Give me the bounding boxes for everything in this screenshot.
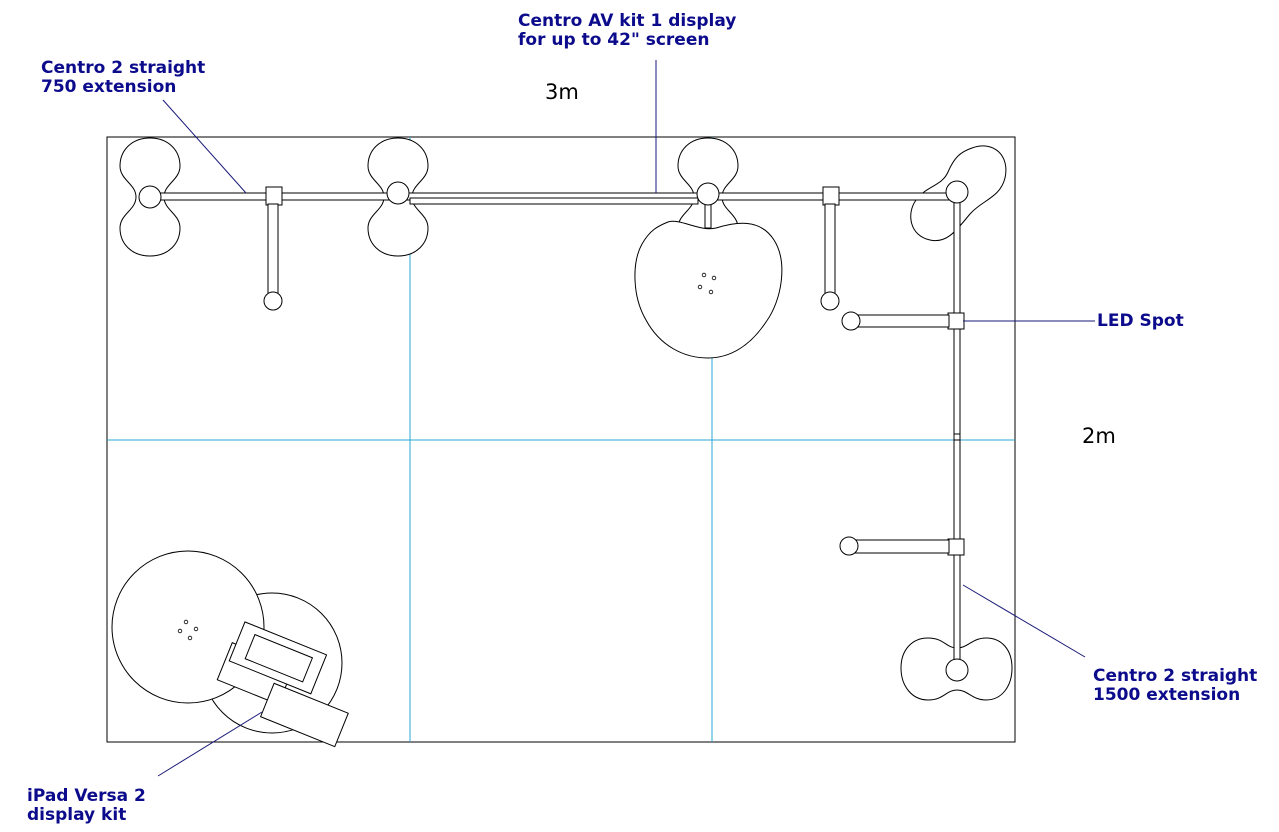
label-line: LED Spot xyxy=(1097,311,1184,331)
spot-head xyxy=(841,311,861,331)
arm xyxy=(824,203,836,297)
label-line: for up to 42" screen xyxy=(518,30,710,50)
av-screen-base xyxy=(634,220,783,359)
connector xyxy=(822,186,840,206)
connector xyxy=(947,312,965,330)
label-line: Centro AV kit 1 display xyxy=(518,11,737,31)
dimension-height: 2m xyxy=(1082,424,1116,448)
label-line: Centro 2 straight xyxy=(41,58,206,78)
spot-head xyxy=(839,536,859,556)
label-led-spot: LED Spot xyxy=(1097,312,1184,331)
label-line: 750 extension xyxy=(41,77,177,97)
connector xyxy=(953,433,961,441)
spot-head xyxy=(820,291,840,311)
hub xyxy=(386,181,410,205)
arm xyxy=(267,203,279,297)
arm xyxy=(854,314,950,328)
connector xyxy=(265,186,283,206)
av-rail xyxy=(409,197,699,205)
dimension-width: 3m xyxy=(545,80,579,104)
hub xyxy=(945,658,969,682)
arm xyxy=(852,539,950,554)
label-line: display kit xyxy=(27,805,127,825)
hub xyxy=(138,185,162,209)
leader-lines xyxy=(157,60,1095,777)
spot-head xyxy=(263,291,283,311)
label-line: 1500 extension xyxy=(1093,685,1241,705)
hub xyxy=(945,180,969,204)
label-straight-1500: Centro 2 straight 1500 extension xyxy=(1093,667,1257,705)
right-rail xyxy=(953,196,961,666)
label-av-kit: Centro AV kit 1 display for up to 42" sc… xyxy=(518,12,736,50)
label-line: Centro 2 straight xyxy=(1093,666,1258,686)
hub xyxy=(696,182,720,206)
label-line: iPad Versa 2 xyxy=(27,786,146,806)
connector xyxy=(947,538,965,556)
bolt-holes xyxy=(177,272,717,641)
label-straight-750: Centro 2 straight 750 extension xyxy=(41,59,205,97)
label-ipad-kit: iPad Versa 2 display kit xyxy=(27,787,146,825)
ipad-kit xyxy=(216,621,349,748)
